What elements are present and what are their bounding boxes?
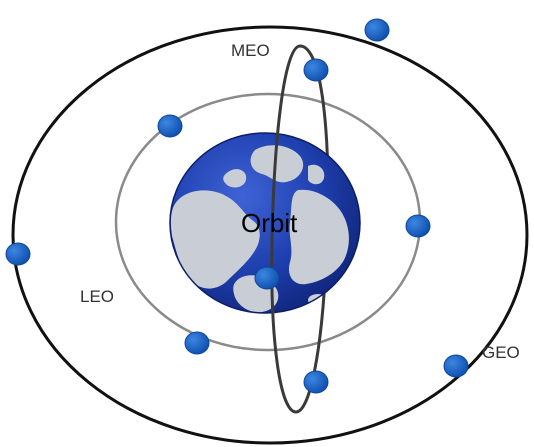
satellite-dot-icon (254, 266, 280, 290)
meo-orbit-ring-front (270, 44, 301, 414)
earth-globe-icon (169, 132, 361, 314)
satellite-dot-icon (157, 114, 183, 138)
satellite-dot-icon (405, 214, 431, 238)
meo-label: MEO (231, 41, 270, 60)
satellite-dot-icon (303, 58, 329, 82)
geo-label: GEO (482, 343, 520, 362)
geo-orbit-ring (11, 25, 529, 445)
satellites (5, 18, 469, 394)
satellite-dot-icon (5, 242, 31, 266)
center-title: Orbit (241, 208, 298, 238)
satellite-dot-icon (443, 354, 469, 378)
satellite-dot-icon (364, 18, 390, 42)
satellite-dot-icon (303, 370, 329, 394)
leo-label: LEO (80, 287, 114, 306)
satellite-dot-icon (184, 331, 210, 355)
